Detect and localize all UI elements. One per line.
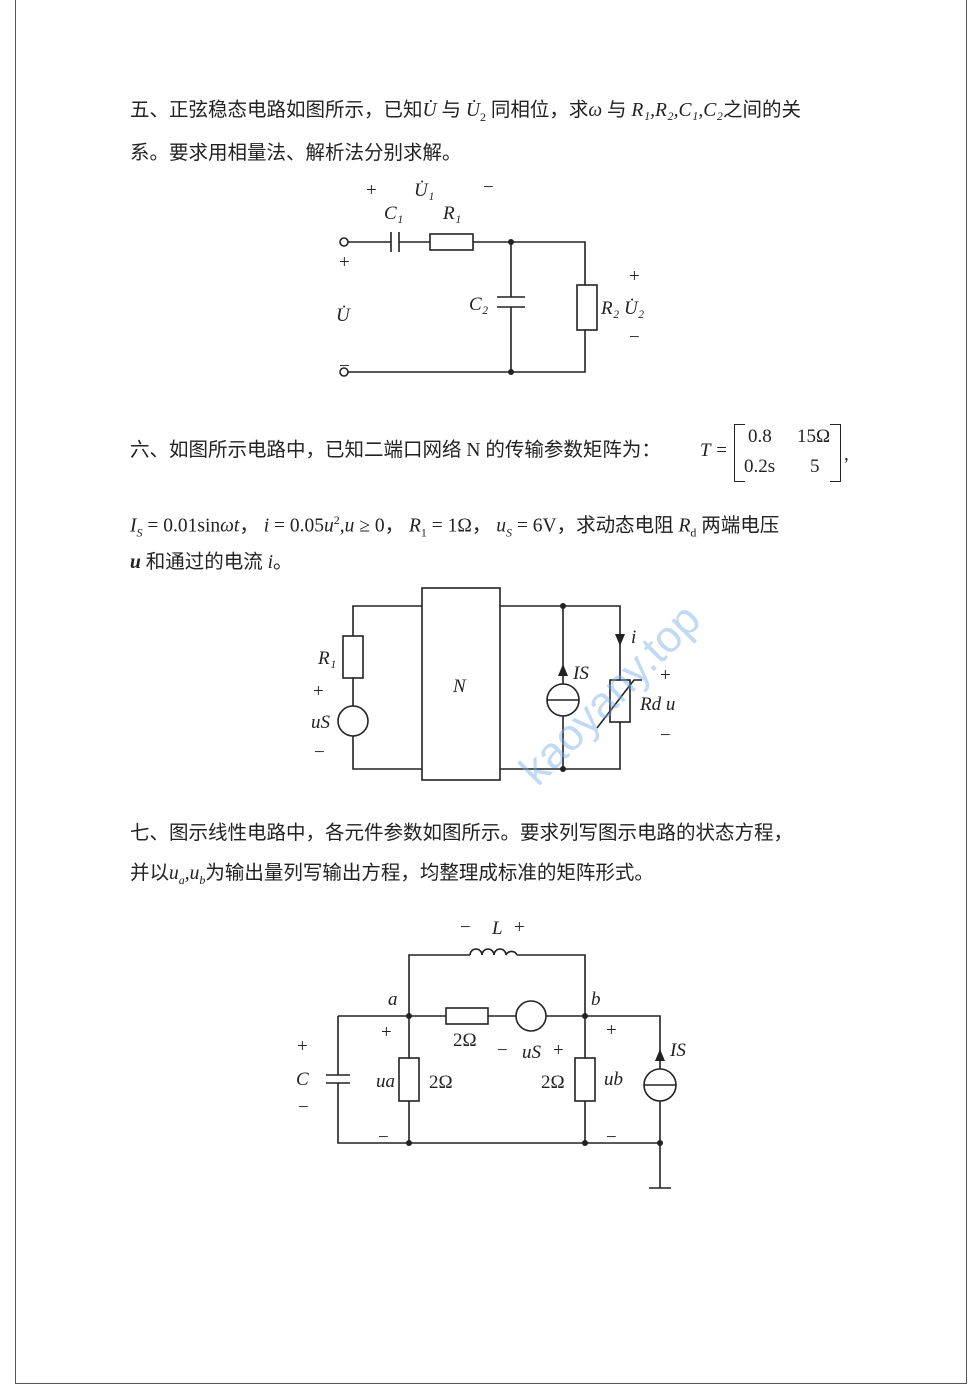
arrow-up-icon [558,664,568,676]
q5-line1: 五、正弦稳态电路如图所示，已知U̇ 与 U̇2 同相位，求ω 与 R₁,R₂,C… [130,100,801,124]
svg-text:2Ω: 2Ω [429,1072,453,1093]
svg-text:ua: ua [376,1071,395,1092]
svg-text:2Ω: 2Ω [541,1072,565,1093]
svg-text:R₂ U̇₂: R₂ U̇₂ [600,297,645,319]
arrow-down-icon [615,634,625,646]
svg-text:C₁: C₁ [384,203,403,224]
svg-text:+: + [366,180,377,201]
voltage-source-us [515,1000,547,1032]
svg-text:−: − [629,327,640,348]
q6-line3: u 和通过的电流 i。 [130,552,293,573]
q5-line2: 系。要求用相量法、解析法分别求解。 [130,143,462,164]
resistor-2ohm-b [574,1057,596,1102]
q6-line2: IS = 0.01sinωt， i = 0.05u2,u ≥ 0， R1 = 1… [130,513,780,540]
svg-text:−: − [339,356,350,377]
resistor-r1 [342,635,364,679]
resistor-r1 [429,233,474,251]
svg-text:uS: uS [311,712,331,733]
svg-text:R₁: R₁ [317,648,336,669]
capacitor-c2 [497,296,525,308]
circuit-q6: R₁ + uS − N IS i + Rd u − [311,587,675,781]
svg-text:C: C [296,1069,309,1090]
capacitor-c [326,1074,350,1084]
svg-text:ub: ub [604,1069,623,1090]
terminal [339,237,349,247]
svg-text:U̇: U̇ [336,304,351,326]
q7-line2: 并以ua,ub为输出量列写输出方程，均整理成标准的矩阵形式。 [130,863,654,887]
svg-text:+: + [313,681,324,702]
svg-text:−: − [314,742,325,763]
svg-text:uS: uS [522,1042,542,1063]
svg-text:2Ω: 2Ω [453,1030,477,1051]
arrow-up-icon [655,1049,665,1061]
terminal [339,367,349,377]
svg-text:+: + [297,1036,308,1057]
svg-text:a: a [388,989,398,1010]
circuit-q7: − L + a b + 2Ω − uS + + IS + C − ua 2Ω 2… [296,917,686,1189]
nonlinear-resistor-rd [609,679,631,723]
svg-text:IS: IS [669,1040,686,1061]
svg-text:−: − [606,1127,617,1148]
svg-text:−: − [660,725,671,746]
svg-text:b: b [591,989,601,1010]
circuit-q5: + U̇₁ − C₁ R₁ + U̇ − C₂ R₂ U̇₂ + − [336,177,645,377]
svg-text:IS: IS [572,663,589,684]
resistor-2ohm-mid [445,1007,489,1025]
svg-text:C₂: C₂ [469,294,489,315]
svg-text:+: + [660,665,671,686]
svg-text:+: + [606,1020,617,1041]
svg-text:−: − [378,1127,389,1148]
svg-text:+: + [514,917,525,938]
svg-text:N: N [452,676,467,697]
resistor-2ohm-a [398,1057,420,1102]
q6-line1: 六、如图所示电路中，已知二端口网络 N 的传输参数矩阵为： [130,440,661,461]
svg-text:+: + [629,266,640,287]
svg-text:+: + [339,252,350,273]
svg-text:Rd u: Rd u [639,694,675,715]
page-border [15,0,967,1384]
svg-text:−: − [460,917,471,938]
capacitor-c1 [390,232,400,252]
svg-text:R₁: R₁ [442,203,461,224]
q7-line1: 七、图示线性电路中，各元件参数如图所示。要求列写图示电路的状态方程， [130,823,794,844]
svg-text:−: − [298,1097,309,1118]
svg-text:L: L [491,918,503,939]
svg-text:+: + [553,1040,564,1061]
two-port-network-n [421,587,501,781]
svg-text:−: − [497,1040,508,1061]
inductor-l [469,948,518,956]
svg-text:U̇₁: U̇₁ [414,179,434,201]
voltage-source-us [337,705,369,737]
resistor-r2 [576,284,598,331]
svg-text:i: i [631,627,636,648]
svg-text:+: + [381,1022,392,1043]
svg-text:−: − [483,177,494,198]
